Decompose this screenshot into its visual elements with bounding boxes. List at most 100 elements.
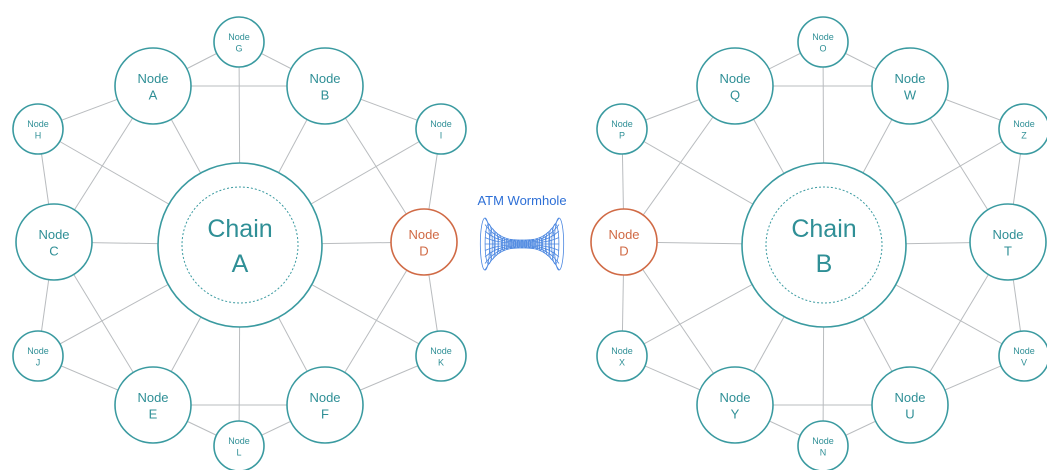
- chain-hub-inner-ring: [765, 186, 883, 304]
- node-circle: [12, 330, 64, 382]
- node-circle: [871, 47, 949, 125]
- node-id: G: [235, 43, 242, 53]
- node-id: J: [36, 357, 41, 367]
- node-id: X: [619, 357, 625, 367]
- node-label: Node: [38, 227, 69, 242]
- node-label: Node: [992, 227, 1023, 242]
- node-label: Node: [137, 390, 168, 405]
- node-id: B: [321, 88, 330, 103]
- wormhole-graphic: [479, 217, 565, 271]
- wormhole-line: [484, 247, 560, 271]
- node-id: K: [438, 357, 444, 367]
- node-label: Node: [1013, 119, 1035, 129]
- chain-hub-inner-ring: [181, 186, 299, 304]
- node-id: I: [440, 130, 443, 140]
- chain-hub-circle: [741, 162, 907, 328]
- wormhole-label: ATM Wormhole: [477, 193, 566, 208]
- wormhole-line: [484, 237, 560, 244]
- node-id: D: [619, 244, 628, 259]
- node-circle: [415, 330, 467, 382]
- node-circle: [596, 103, 648, 155]
- node-id: P: [619, 130, 625, 140]
- node-circle: [286, 47, 364, 125]
- node-label: Node: [309, 390, 340, 405]
- node-label: Node: [27, 119, 49, 129]
- node-circle: [12, 103, 64, 155]
- node-circle: [969, 203, 1047, 281]
- chain-hub-circle: [157, 162, 323, 328]
- node-label: Node: [611, 346, 633, 356]
- node-label: Node: [228, 436, 250, 446]
- node-circle: [998, 330, 1047, 382]
- node-circle: [797, 16, 849, 68]
- node-label: Node: [608, 227, 639, 242]
- node-label: Node: [27, 346, 49, 356]
- node-label: Node: [812, 436, 834, 446]
- wormhole-line: [484, 224, 560, 242]
- node-label: Node: [719, 390, 750, 405]
- node-circle: [213, 16, 265, 68]
- node-circle: [696, 366, 774, 444]
- wormhole-line: [484, 245, 560, 258]
- node-circle: [213, 420, 265, 470]
- node-label: Node: [408, 227, 439, 242]
- chain-hub-title: Chain: [207, 215, 272, 243]
- node-circle: [696, 47, 774, 125]
- node-circle: [596, 330, 648, 382]
- node-circle: [286, 366, 364, 444]
- node-id: H: [35, 130, 42, 140]
- node-label: Node: [309, 71, 340, 86]
- node-label: Node: [812, 32, 834, 42]
- chain-hub-title: Chain: [791, 215, 856, 243]
- node-id: U: [905, 407, 914, 422]
- node-id: C: [49, 244, 58, 259]
- node-id: L: [236, 447, 241, 457]
- node-label: Node: [611, 119, 633, 129]
- node-id: Q: [730, 88, 740, 103]
- node-circle: [871, 366, 949, 444]
- node-label: Node: [719, 71, 750, 86]
- node-label: Node: [1013, 346, 1035, 356]
- wormhole-line: [484, 217, 560, 241]
- node-id: T: [1004, 244, 1012, 259]
- node-label: Node: [228, 32, 250, 42]
- node-circle: [998, 103, 1047, 155]
- chain-hub-letter: A: [232, 250, 249, 278]
- node-circle: [114, 47, 192, 125]
- node-id: D: [419, 244, 428, 259]
- node-id: N: [820, 447, 827, 457]
- node-id: Y: [731, 407, 740, 422]
- node-label: Node: [430, 346, 452, 356]
- wormhole-line: [484, 246, 560, 264]
- node-id: Z: [1021, 130, 1027, 140]
- wormhole-line: [484, 230, 560, 243]
- node-circle: [114, 366, 192, 444]
